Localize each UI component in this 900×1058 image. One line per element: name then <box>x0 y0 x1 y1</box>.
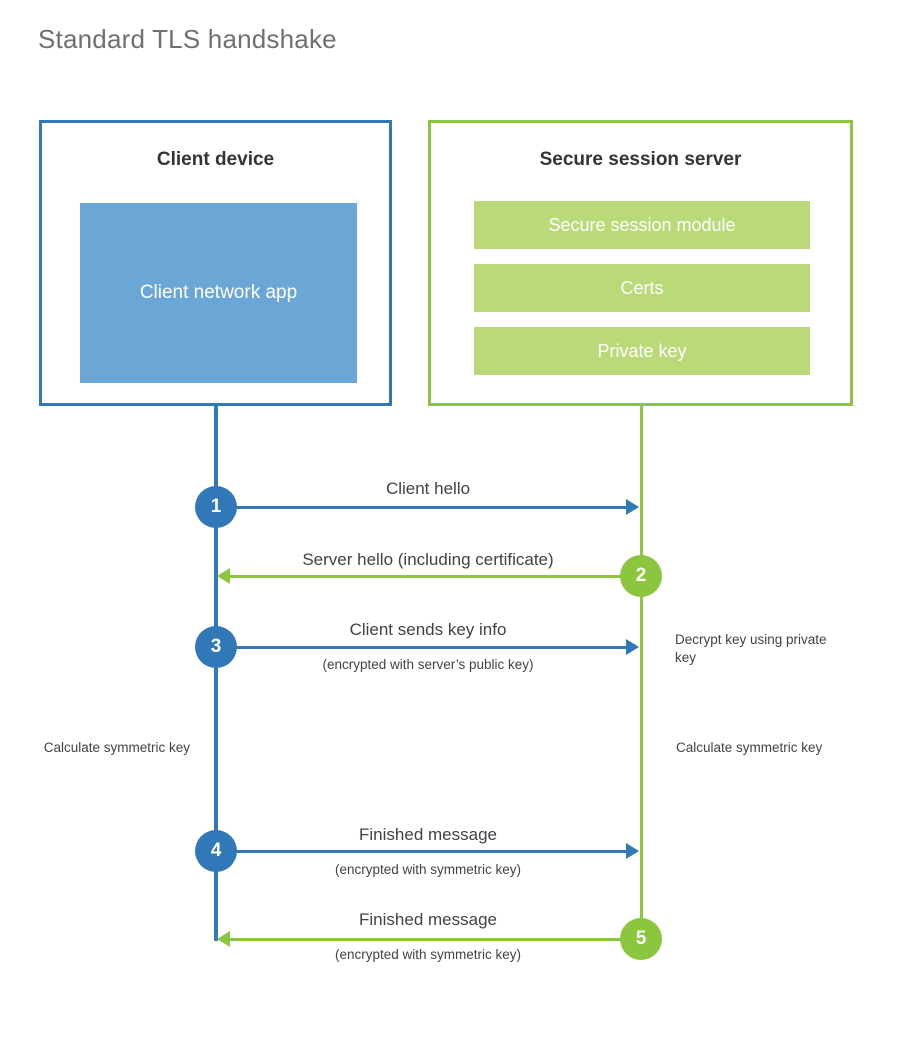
message-sublabel-step-4: (encrypted with symmetric key) <box>334 862 522 877</box>
client-device-title: Client device <box>156 149 275 170</box>
step-circle-5: 5 <box>620 918 662 960</box>
server-component-secure-session-module: Secure session module <box>474 201 810 249</box>
client-lifeline <box>214 406 218 941</box>
message-label-step-2: Server hello (including certificate) <box>302 550 554 569</box>
server-component-label: Secure session module <box>548 214 736 235</box>
note-decrypt-key: Decrypt key using private key <box>675 632 827 665</box>
step-circle-2: 2 <box>620 555 662 597</box>
note-calculate-symmetric-key-server: Calculate symmetric key <box>676 740 823 755</box>
client-device-box: Client device Client network app <box>39 120 392 406</box>
secure-session-server-title: Secure session server <box>539 149 742 170</box>
page-title: Standard TLS handshake <box>38 24 337 54</box>
arrow-step-4-line <box>216 850 626 853</box>
arrow-step-5-head-icon <box>217 931 230 947</box>
arrow-step-4-head-icon <box>626 843 639 859</box>
step-circle-3: 3 <box>195 626 237 668</box>
message-label-step-1: Client hello <box>385 479 471 498</box>
server-lifeline <box>640 406 643 940</box>
secure-session-server-box: Secure session server Secure session mod… <box>428 120 853 406</box>
arrow-step-2-head-icon <box>217 568 230 584</box>
message-label-step-4: Finished message <box>359 825 497 844</box>
step-circle-4: 4 <box>195 830 237 872</box>
step-circle-1: 1 <box>195 486 237 528</box>
server-component-label: Private key <box>597 340 687 361</box>
arrow-step-1-head-icon <box>626 499 639 515</box>
arrow-step-3-head-icon <box>626 639 639 655</box>
message-sublabel-step-3: (encrypted with server’s public key) <box>322 657 534 672</box>
arrow-step-5-line <box>230 938 626 941</box>
client-network-app-label: Client network app <box>139 281 298 303</box>
message-label-step-3: Client sends key info <box>349 620 507 639</box>
arrow-step-2-line <box>230 575 626 578</box>
server-component-certs: Certs <box>474 264 810 312</box>
message-label-step-5: Finished message <box>359 910 497 929</box>
arrow-step-1-line <box>216 506 626 509</box>
message-sublabel-step-5: (encrypted with symmetric key) <box>334 947 522 962</box>
note-calculate-symmetric-key-client: Calculate symmetric key <box>43 740 190 755</box>
server-component-label: Certs <box>620 277 664 298</box>
arrow-step-3-line <box>216 646 626 649</box>
server-component-private-key: Private key <box>474 327 810 375</box>
client-network-app-block: Client network app <box>80 203 357 383</box>
